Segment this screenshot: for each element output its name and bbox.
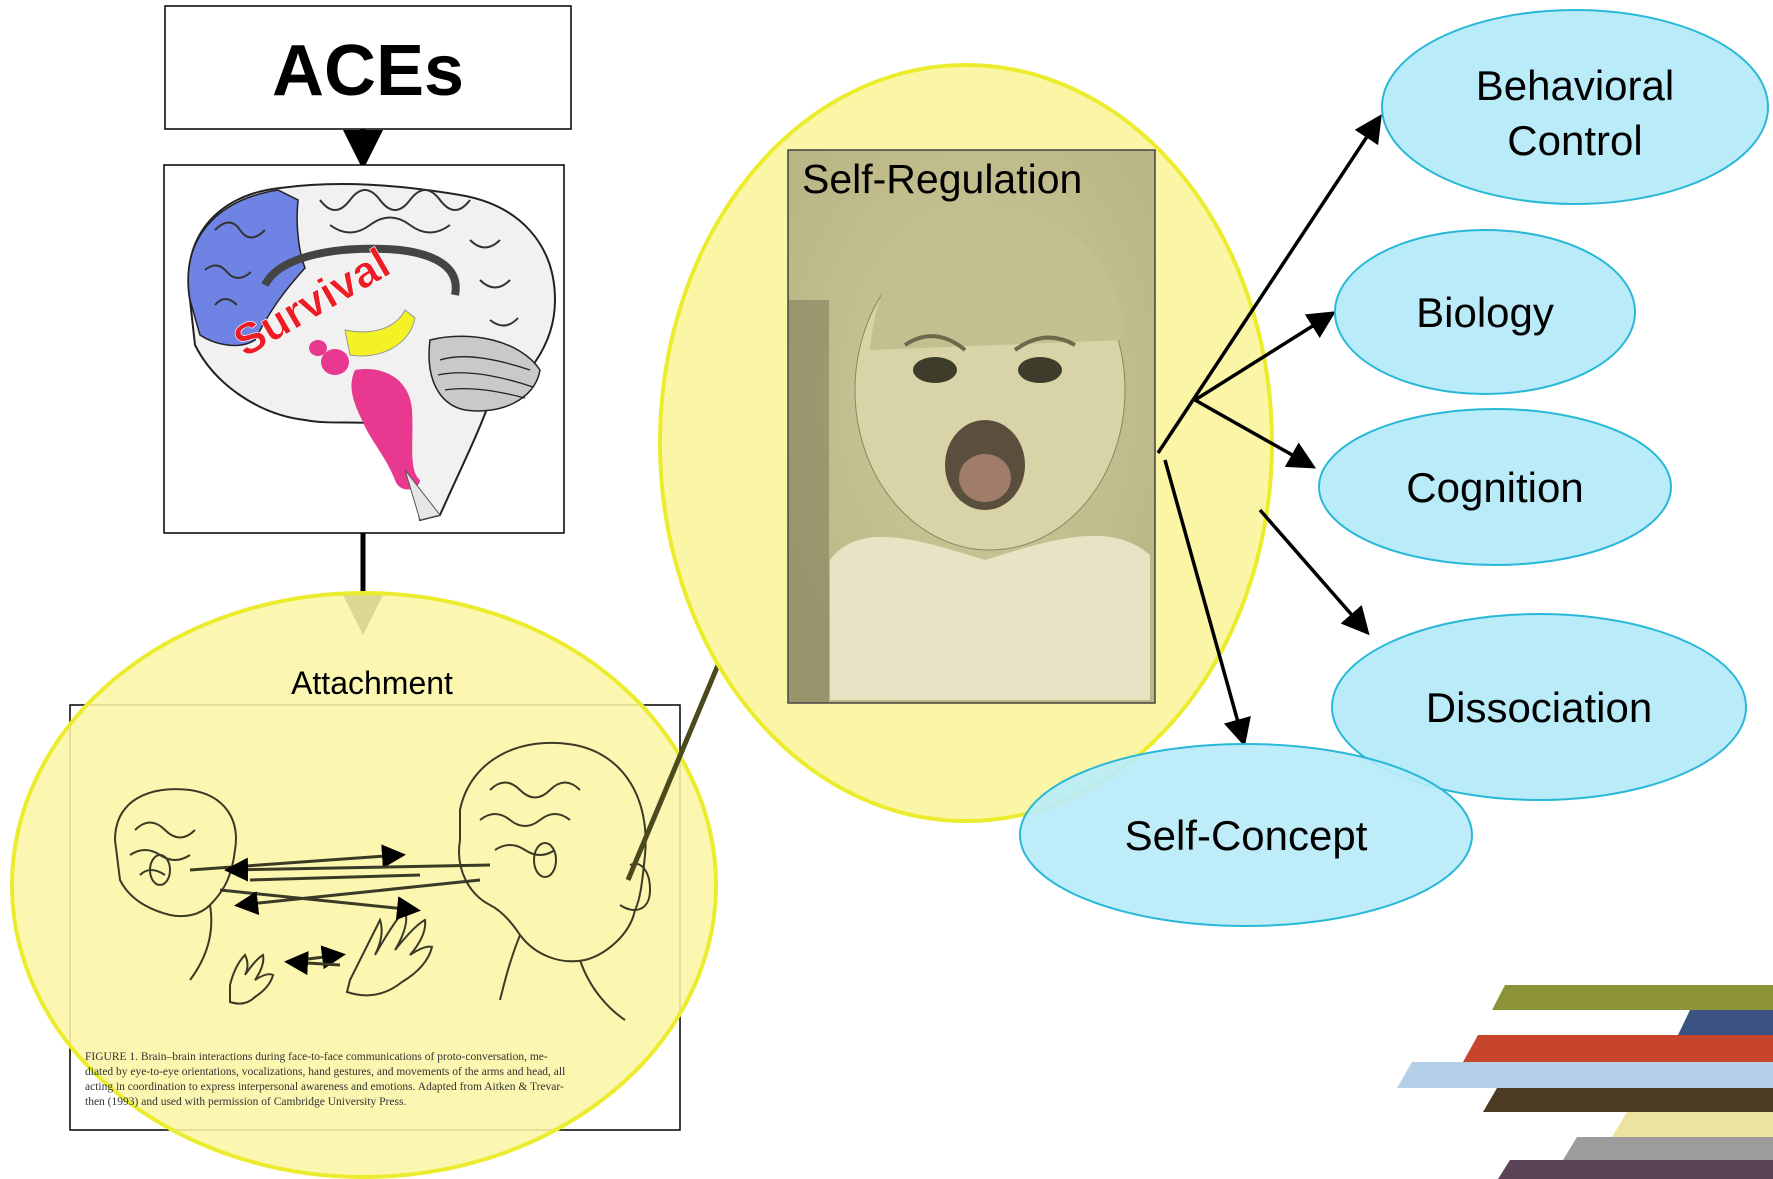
outcome-arrows — [1156, 114, 1382, 747]
outcome-self-concept: Self-Concept — [1019, 743, 1473, 927]
biology-label: Biology — [1416, 289, 1554, 336]
behavioral-control-line-1: Behavioral — [1476, 62, 1674, 109]
outcome-dissociation: Dissociation — [1331, 613, 1747, 801]
outcome-biology: Biology — [1334, 229, 1636, 395]
attachment-group: Attachment — [10, 591, 718, 1179]
attachment-title: Attachment — [291, 665, 453, 701]
attachment-highlight — [10, 591, 718, 1179]
dissociation-label: Dissociation — [1426, 684, 1652, 731]
brain-box: Survival — [163, 164, 565, 534]
outcome-cognition: Cognition — [1318, 408, 1672, 566]
eye-contact-arrows — [189, 844, 491, 976]
caption-line-1: FIGURE 1. Brain–brain interactions durin… — [85, 1051, 548, 1063]
infant-photo-icon — [789, 151, 1154, 702]
caption-line-4: then (1993) and used with permission of … — [85, 1096, 406, 1108]
behavioral-control-line-2: Control — [1507, 117, 1642, 164]
self-regulation-group: Self-Regulation — [658, 63, 1274, 823]
decorative-stripes-icon — [1397, 985, 1773, 1179]
caption-line-2: diated by eye-to-eye orientations, vocal… — [85, 1066, 565, 1078]
outcome-behavioral-control: Behavioral Control — [1381, 9, 1769, 205]
self-concept-label: Self-Concept — [1125, 812, 1368, 859]
cognition-label: Cognition — [1406, 464, 1583, 511]
aces-title: ACEs — [272, 31, 464, 111]
brain-illustration-icon — [187, 183, 557, 522]
caption-line-3: acting in coordination to express interp… — [85, 1081, 564, 1093]
self-regulation-title: Self-Regulation — [802, 156, 1082, 202]
attachment-caption: FIGURE 1. Brain–brain interactions durin… — [85, 1051, 565, 1108]
aces-box: ACEs — [164, 5, 572, 130]
